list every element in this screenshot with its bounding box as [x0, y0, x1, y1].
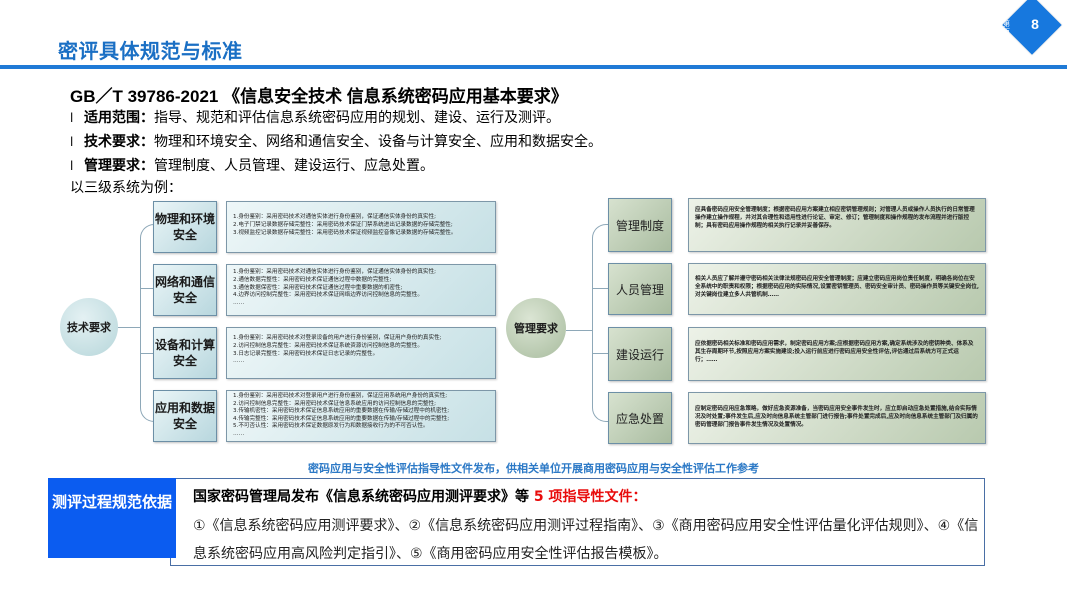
- personnel-management-details: 相关人员应了解并遵守密码相关法律法规密码应用安全管理制度；应建立密码应用岗位责任…: [688, 263, 986, 315]
- bullet-tech: l 技术要求：物理和环境安全、网络和通信安全、设备与计算安全、应用和数据安全。: [70, 130, 602, 154]
- detail-line: 1.身份鉴别：采用密码技术对通信实体进行身份鉴别，保证通信实体身份的真实性;: [233, 214, 437, 220]
- bullet-key: 管理要求：: [84, 158, 154, 174]
- network-security-details: 1.身份鉴别：采用密码技术对通信实体进行身份鉴别，保证通信实体身份的真实性; 2…: [226, 264, 496, 316]
- page-number: 8: [1031, 16, 1039, 32]
- bullet-text: 物理和环境安全、网络和通信安全、设备与计算安全、应用和数据安全。: [154, 134, 602, 150]
- bullet-scope: l 适用范围：指导、规范和评估信息系统密码应用的规划、建设、运行及测评。: [70, 106, 602, 130]
- management-system-details: 应具备密码应用安全管理制度；根据密码应用方案建立相应密钥管理规则；对管理人员或操…: [688, 198, 986, 252]
- mgmt-requirements-hub: 管理要求: [506, 298, 566, 358]
- connector-line: [118, 327, 140, 328]
- bullet-marker: l: [70, 135, 74, 149]
- diagram-caption: 密码应用与安全性评估指导性文件发布，供相关单位开展商用密码应用与安全性评估工作参…: [308, 462, 759, 475]
- detail-line: 1.身份鉴别：采用密码技术对通信实体进行身份鉴别，保证通信实体身份的真实性;: [233, 269, 437, 275]
- category-management-system: 管理制度: [608, 198, 672, 252]
- title-divider: [0, 65, 1067, 69]
- detail-line: ……: [233, 430, 245, 437]
- construction-operation-details: 应依据密码相关标准和密码应用需求，制定密码应用方案;应根据密码应用方案,确定系统…: [688, 327, 986, 381]
- detail-line: 3.日志记录完整性：采用密码技术保证日志记录的完整性。: [233, 350, 379, 357]
- requirements-list: l 适用范围：指导、规范和评估信息系统密码应用的规划、建设、运行及测评。 l 技术要…: [70, 106, 602, 178]
- detail-line: 4.边界访问控制完整性：采用密码技术保证网络边界访问控制信息的完整性。: [233, 292, 423, 299]
- bullet-key: 适用范围：: [84, 110, 154, 126]
- emergency-response-details: 应制定密码应用应急策略，做好应急资源准备，当密码应用安全事件发生时，应立即启动应…: [688, 392, 986, 444]
- category-network-security: 网络和通信安全: [153, 264, 217, 316]
- category-construction-operation: 建设运行: [608, 327, 672, 381]
- detail-line: ……: [233, 300, 245, 307]
- category-emergency-response: 应急处置: [608, 392, 672, 444]
- detail-line: 5.不可否认性：采用密码技术保证数据原发行为和数据接收行为的不可否认性。: [233, 423, 429, 430]
- standard-title: GB／T 39786-2021 《信息安全技术 信息系统密码应用基本要求》: [70, 87, 568, 106]
- connector-line: [140, 288, 154, 289]
- basis-heading: 国家密码管理局发布《信息系统密码应用测评要求》等 5 项指导性文件：: [193, 486, 647, 506]
- detail-line: 3.视频监控记录数据存储完整性：采用密码技术保证视频监控音像记录数据的存储完整性…: [233, 229, 457, 236]
- application-security-details: 1.身份鉴别：采用密码技术对登录用户进行身份鉴别，保证应用系统用户身份的真实性;…: [226, 390, 496, 442]
- basis-document-list: ①《信息系统密码应用测评要求》、②《信息系统密码应用测评过程指南》、③《商用密码…: [193, 518, 979, 562]
- basis-content-box: 国家密码管理局发布《信息系统密码应用测评要求》等 5 项指导性文件： ①《信息系…: [170, 478, 985, 566]
- bullet-text: 指导、规范和评估信息系统密码应用的规划、建设、运行及测评。: [154, 110, 560, 126]
- connector-line: [566, 330, 592, 331]
- bullet-marker: l: [70, 111, 74, 125]
- connector-line: [140, 353, 154, 354]
- bullet-marker: l: [70, 159, 74, 173]
- connector-bracket: [592, 224, 608, 422]
- detail-line: 2.访问控制信息完整性：采用密码技术保证系统资源访问控制信息的完整性。: [233, 342, 423, 349]
- connector-line: [592, 288, 608, 289]
- detail-line: 1.身份鉴别：采用密码技术对登录用户进行身份鉴别，保证应用系统用户身份的真实性;: [233, 393, 448, 399]
- connector-line: [592, 353, 608, 354]
- basis-label: 测评过程规范依据: [48, 478, 176, 558]
- example-label: 以三级系统为例：: [70, 180, 182, 196]
- device-security-details: 1.身份鉴别：采用密码技术对登录设备的用户进行身份鉴别，保证用户身份的真实性; …: [226, 327, 496, 379]
- physical-security-details: 1.身份鉴别：采用密码技术对通信实体进行身份鉴别，保证通信实体身份的真实性; 2…: [226, 201, 496, 253]
- detail-line: 3.传输机密性：采用密码技术保证信息系统应用的重要数据在传输/存储过程中的机密性…: [233, 408, 450, 415]
- category-physical-security: 物理和环境安全: [153, 201, 217, 253]
- tech-requirements-hub: 技术要求: [60, 298, 118, 356]
- connector-bracket: [140, 224, 154, 422]
- detail-line: 3.通信数据保密性：采用密码技术保证通信过程中重要数据的机密性;: [233, 284, 403, 291]
- bullet-text: 管理制度、人员管理、建设运行、应急处置。: [154, 158, 434, 174]
- detail-line: 2.电子门禁记录数据存储完整性：采用密码技术保证门禁系统进出记录数据的存储完整性…: [233, 221, 453, 228]
- category-application-security: 应用和数据安全: [153, 390, 217, 442]
- detail-line: 2.通信数据完整性：采用密码技术保证通信过程中数据的完整性;: [233, 276, 392, 283]
- bullet-key: 技术要求：: [84, 134, 154, 150]
- detail-line: 1.身份鉴别：采用密码技术对登录设备的用户进行身份鉴别，保证用户身份的真实性;: [233, 335, 442, 341]
- slide-title: 密评具体规范与标准: [58, 39, 243, 63]
- category-device-security: 设备和计算安全: [153, 327, 217, 379]
- page-side-label: 第 页: [1003, 20, 1010, 36]
- basis-heading-highlight: 5 项指导性文件：: [533, 489, 647, 505]
- detail-line: 4.传输完整性：采用密码技术保证信息系统应用的重要数据在传输/存储过程中的完整性…: [233, 415, 450, 422]
- category-personnel-management: 人员管理: [608, 263, 672, 315]
- bullet-mgmt: l 管理要求：管理制度、人员管理、建设运行、应急处置。: [70, 154, 602, 178]
- basis-heading-prefix: 国家密码管理局发布《信息系统密码应用测评要求》等: [193, 489, 534, 505]
- detail-line: 2.访问控制信息完整性：采用密码技术保证信息系统应用的访问控制信息的完整性;: [233, 400, 437, 407]
- detail-line: ……: [233, 358, 245, 365]
